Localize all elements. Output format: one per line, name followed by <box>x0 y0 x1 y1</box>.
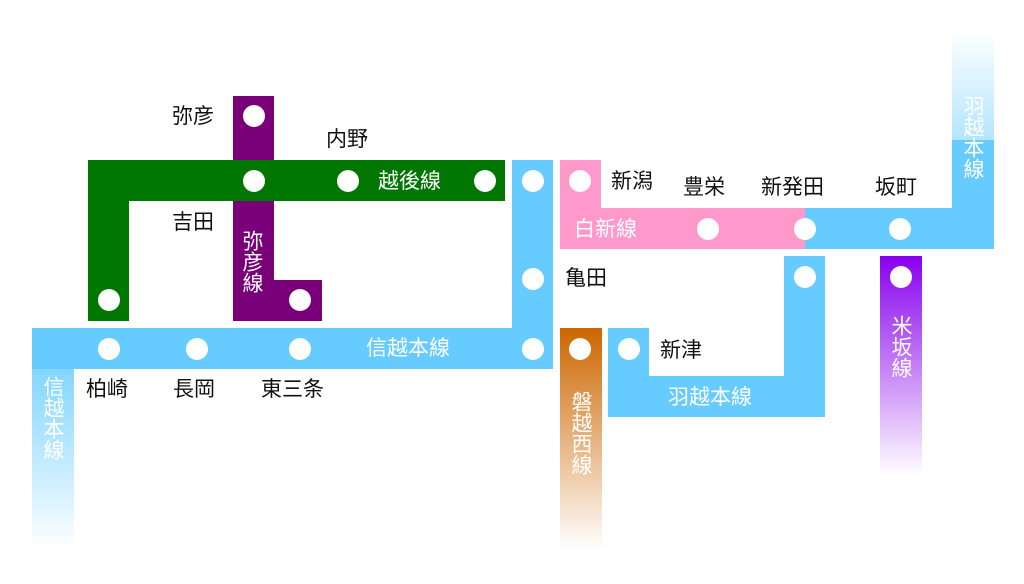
line-uetsu-main-north <box>805 30 994 249</box>
station-marker-niitsu-uetsu[interactable] <box>618 338 640 360</box>
station-marker-uchino-west[interactable] <box>337 170 359 192</box>
line-label-yahiko: 弥彦線 <box>240 230 264 293</box>
station-label-toyosaka: 豊栄 <box>683 175 725 199</box>
line-label-uetsu-main-vertical: 羽越本線 <box>961 95 985 179</box>
station-label-shibata: 新発田 <box>761 175 824 199</box>
station-marker-niitsu-banetsu[interactable] <box>569 338 591 360</box>
station-marker-higashi-sanjo[interactable] <box>289 338 311 360</box>
station-marker-niigata-hakushin[interactable] <box>569 170 591 192</box>
line-banetsu-west <box>560 328 602 550</box>
station-markers <box>98 105 912 360</box>
line-shinetsu-main <box>32 160 553 550</box>
station-label-yahiko: 弥彦 <box>172 104 214 128</box>
station-marker-sakamachi[interactable] <box>889 218 911 240</box>
station-marker-yoshida[interactable] <box>243 170 265 192</box>
station-label-niitsu: 新津 <box>660 338 702 362</box>
line-label-uetsu-main: 羽越本線 <box>668 385 752 409</box>
line-label-yonesaka: 米坂線 <box>889 315 913 378</box>
station-marker-uchino[interactable] <box>474 170 496 192</box>
line-label-banetsu-west: 磐越西線 <box>569 391 593 475</box>
line-label-echigo: 越後線 <box>378 169 441 193</box>
station-label-nagaoka: 長岡 <box>173 377 215 401</box>
station-label-sakamachi: 坂町 <box>875 175 917 199</box>
station-marker-shibata-south[interactable] <box>794 266 816 288</box>
station-label-kashiwazaki: 柏崎 <box>86 377 128 401</box>
station-marker-niigata-shinetsu[interactable] <box>522 170 544 192</box>
station-marker-kashiwazaki[interactable] <box>98 338 120 360</box>
line-label-shinetsu-main: 信越本線 <box>366 336 450 360</box>
station-label-higashi-sanjo: 東三条 <box>261 377 324 401</box>
station-marker-higashi-sanjo-yahiko[interactable] <box>289 289 311 311</box>
station-label-niigata: 新潟 <box>611 169 653 193</box>
station-marker-shibata[interactable] <box>794 218 816 240</box>
station-marker-yahiko[interactable] <box>243 105 265 127</box>
line-hakushin <box>560 160 805 249</box>
station-marker-nagaoka[interactable] <box>186 338 208 360</box>
line-label-hakushin: 白新線 <box>574 217 637 241</box>
station-label-kameda: 亀田 <box>565 266 607 290</box>
station-marker-kameda[interactable] <box>522 268 544 290</box>
station-label-yoshida: 吉田 <box>172 210 214 234</box>
line-uetsu-main-south <box>608 256 825 417</box>
station-marker-toyosaka[interactable] <box>697 218 719 240</box>
station-marker-kashiwazaki-echigo[interactable] <box>98 289 120 311</box>
line-yonesaka <box>880 256 922 476</box>
station-marker-sakamachi-yonesaka[interactable] <box>890 266 912 288</box>
line-label-shinetsu-main-vertical: 信越本線 <box>41 376 65 460</box>
station-label-uchino: 内野 <box>326 127 368 151</box>
line-yahiko <box>233 96 322 321</box>
station-marker-niitsu-shinetsu[interactable] <box>522 338 544 360</box>
